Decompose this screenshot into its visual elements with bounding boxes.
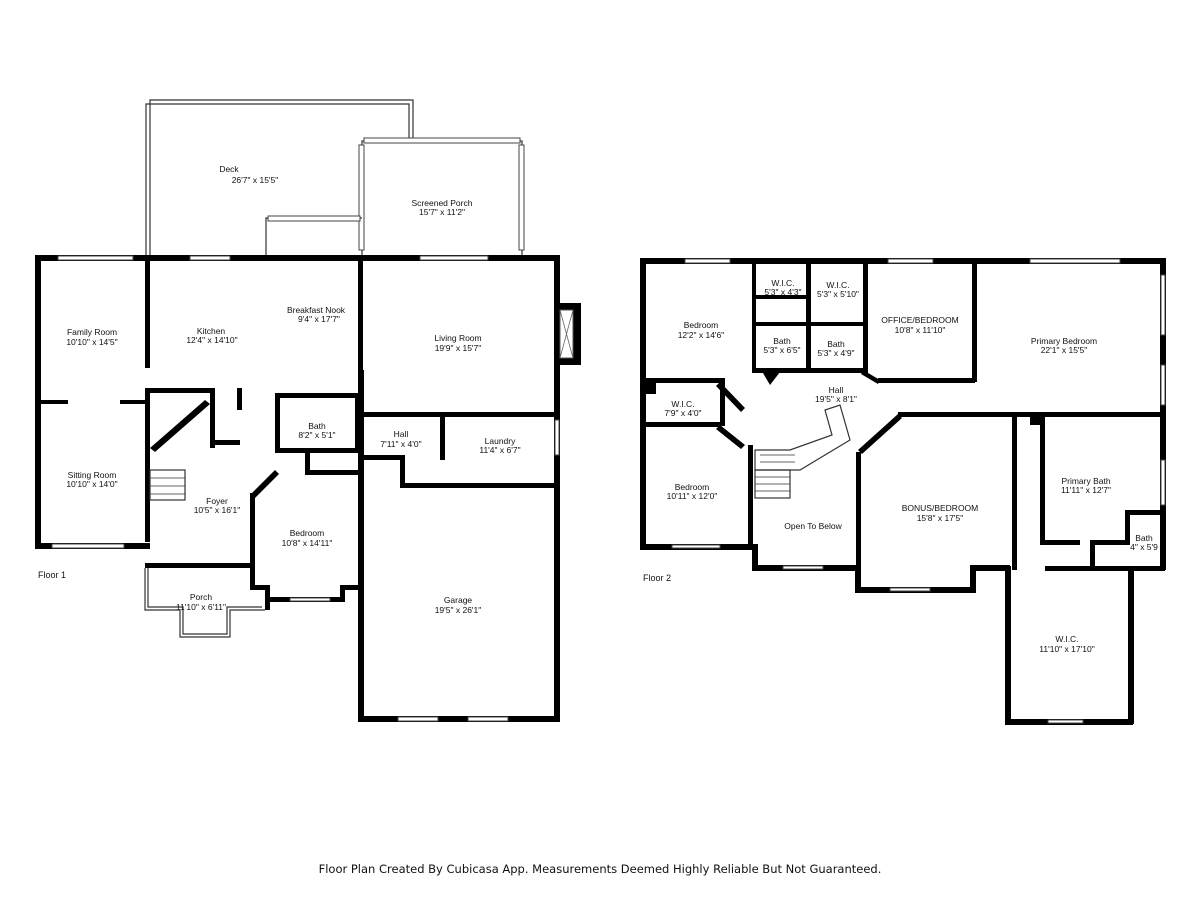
room-name: W.I.C. xyxy=(826,280,849,290)
floor-2-label: Floor 2 xyxy=(643,573,671,583)
room-dims: 7'9" x 4'0" xyxy=(664,408,701,418)
room-name: Garage xyxy=(444,595,473,605)
room-dims: 12'2" x 14'6" xyxy=(678,330,725,340)
room-name: Kitchen xyxy=(197,326,226,336)
room-dims: 5'3" x 5'10" xyxy=(817,289,859,299)
room-dims: 8'2" x 5'1" xyxy=(298,430,335,440)
room-dims: 5'3" x 4'9" xyxy=(817,348,854,358)
room-dims: 11'4" x 6'7" xyxy=(479,445,520,455)
room-name: Bath xyxy=(1135,533,1153,543)
room-name: Breakfast Nook xyxy=(287,305,346,315)
room-name: BONUS/BEDROOM xyxy=(902,503,979,513)
floor-2-plan xyxy=(640,258,1166,725)
room-dims: 26'7" x 15'5" xyxy=(232,175,279,185)
room-dims: 5'3" x 6'5" xyxy=(763,345,800,355)
room-dims: 15'7" x 11'2" xyxy=(419,207,465,217)
room-name: Bath xyxy=(773,336,791,346)
room-dims: 22'1" x 15'5" xyxy=(1041,345,1088,355)
room-name: Laundry xyxy=(485,436,516,446)
room-dims: 10'8" x 14'11" xyxy=(282,538,333,548)
room-name: Porch xyxy=(190,592,212,602)
room-name: Primary Bedroom xyxy=(1031,336,1097,346)
room-dims: 10'10" x 14'5" xyxy=(66,337,117,347)
room-name: Hall xyxy=(394,429,409,439)
room-name: Bedroom xyxy=(290,528,325,538)
floor-1-label: Floor 1 xyxy=(38,570,66,580)
room-dims: 10'5" x 16'1" xyxy=(194,505,241,515)
room-name: Open To Below xyxy=(784,521,842,531)
room-name: W.I.C. xyxy=(771,278,794,288)
room-name: Deck xyxy=(219,164,239,174)
room-labels: Deck 26'7" x 15'5" Screened Porch 15'7" … xyxy=(38,164,1158,654)
room-dims: 11'10" x 17'10" xyxy=(1039,644,1094,654)
room-dims: 12'4" x 14'10" xyxy=(186,335,237,345)
room-name: W.I.C. xyxy=(671,399,694,409)
room-dims: 11'11" x 12'7" xyxy=(1061,485,1111,495)
room-name: Living Room xyxy=(434,333,481,343)
room-name: Bedroom xyxy=(675,482,710,492)
room-dims: 10'10" x 14'0" xyxy=(66,479,117,489)
room-dims: 19'5" x 26'1" xyxy=(435,605,482,615)
room-name: Primary Bath xyxy=(1061,476,1110,486)
room-name: Bedroom xyxy=(684,320,719,330)
room-dims: 4" x 5'9 xyxy=(1130,542,1158,552)
room-name: W.I.C. xyxy=(1055,634,1078,644)
room-dims: 7'11" x 4'0" xyxy=(380,439,421,449)
room-dims: 10'11" x 12'0" xyxy=(667,491,718,501)
room-name: Hall xyxy=(829,385,844,395)
room-name: Sitting Room xyxy=(68,470,117,480)
room-name: Bath xyxy=(827,339,845,349)
room-name: OFFICE/BEDROOM xyxy=(881,315,958,325)
room-dims: 10'8" x 11'10" xyxy=(895,325,946,335)
room-dims: 15'8" x 17'5" xyxy=(917,513,964,523)
room-name: Foyer xyxy=(206,496,228,506)
footer-disclaimer: Floor Plan Created By Cubicasa App. Meas… xyxy=(318,862,882,876)
floor-1-plan xyxy=(35,99,581,722)
room-dims: 19'9" x 15'7" xyxy=(435,343,482,353)
room-dims: 11'10" x 6'11" xyxy=(176,602,226,612)
room-name: Family Room xyxy=(67,327,117,337)
room-dims: 19'5" x 8'1" xyxy=(815,394,857,404)
room-dims: 9'4" x 17'7" xyxy=(298,314,340,324)
room-name: Screened Porch xyxy=(412,198,473,208)
room-name: Bath xyxy=(308,421,326,431)
room-dims: 5'3" x 4'3" xyxy=(764,287,801,297)
